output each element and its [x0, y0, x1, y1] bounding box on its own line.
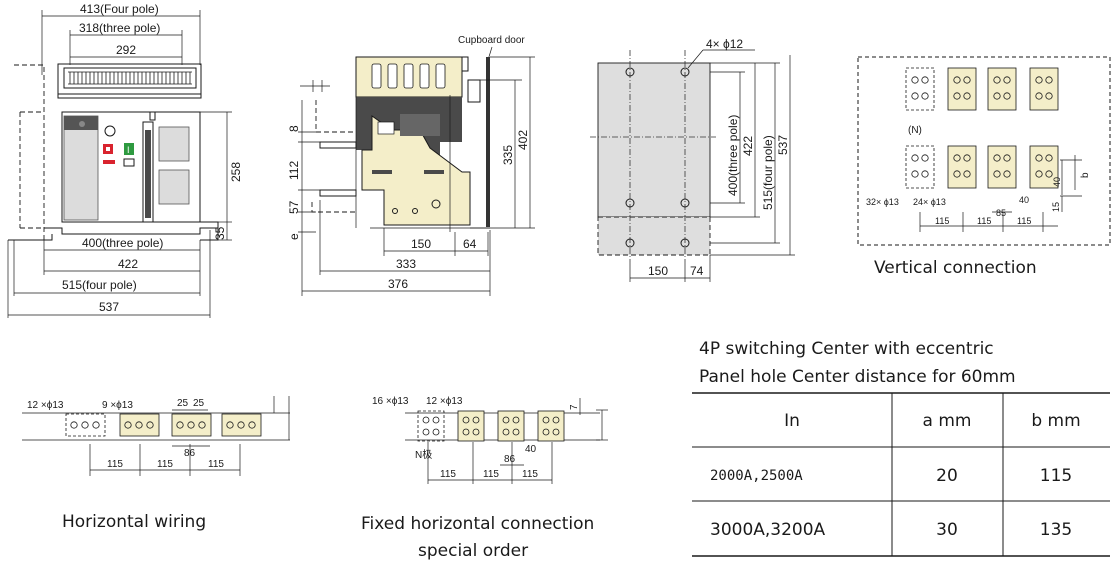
dim-150-panel: 150 — [648, 264, 668, 278]
fixed-115-c: 115 — [522, 469, 538, 480]
dim-57: 57 — [287, 200, 301, 214]
dim-402: 402 — [516, 130, 530, 150]
horiz-25-b: 25 — [193, 398, 205, 409]
dim-400: 400(three pole) — [82, 236, 163, 250]
table-header-a: a mm — [923, 411, 972, 431]
dim-64: 64 — [463, 237, 477, 251]
table-title-line1: 4P switching Center with eccentric — [699, 339, 994, 359]
svg-text:I: I — [127, 145, 130, 155]
dim-537-panel: 537 — [776, 135, 790, 155]
fixed-40: 40 — [525, 444, 537, 455]
horizontal-caption: Horizontal wiring — [62, 512, 206, 532]
table-header-in: In — [784, 411, 800, 431]
dim-292: 292 — [116, 43, 136, 57]
panel-hole-view: 4× ϕ12 400(three pole) 422 515(four pole… — [590, 37, 795, 282]
dim-318: 318(three pole) — [79, 21, 160, 35]
dim-150: 150 — [411, 237, 431, 251]
table-row2-in: 3000A,3200A — [710, 520, 826, 540]
fixed-7: 7 — [569, 404, 580, 410]
table-row1-b: 115 — [1040, 466, 1072, 486]
dim-537: 537 — [99, 300, 119, 314]
table-row2-b: 135 — [1040, 520, 1072, 540]
fixed-86: 86 — [504, 454, 516, 465]
horizontal-wiring: 12 ×ϕ13 9 ×ϕ13 25 25 86 115 115 115 Hori… — [22, 396, 290, 532]
front-view: 413(Four pole) 318(three pole) 292 I — [7, 2, 243, 318]
dim-515-four-pole: 515(four pole) — [761, 135, 775, 210]
dim-8: 8 — [287, 125, 301, 132]
vert-115-a: 115 — [935, 216, 949, 226]
dim-376: 376 — [388, 277, 408, 291]
fixed-12-holes: 12 ×ϕ13 — [426, 396, 463, 407]
dim-422-panel: 422 — [741, 136, 755, 156]
dim-422: 422 — [118, 257, 138, 271]
fixed-caption-line1: Fixed horizontal connection — [361, 514, 594, 534]
vert-15: 15 — [1051, 202, 1061, 212]
dim-335: 335 — [501, 145, 515, 165]
vert-b: b — [1080, 172, 1091, 178]
vert-24-holes: 24× ϕ13 — [913, 197, 946, 207]
dim-258: 258 — [229, 162, 243, 182]
vertical-caption: Vertical connection — [874, 258, 1037, 278]
side-view: Cupboard door — [287, 35, 535, 296]
dim-413: 413(Four pole) — [80, 2, 159, 16]
vert-85: 85 — [996, 208, 1006, 218]
vert-115-b: 115 — [977, 216, 991, 226]
table-row1-in: 2000A,2500A — [710, 468, 803, 484]
dim-333: 333 — [396, 257, 416, 271]
dim-74-panel: 74 — [690, 264, 704, 278]
horiz-25-a: 25 — [177, 398, 189, 409]
dim-400-three-pole: 400(three pole) — [726, 115, 740, 196]
dim-e: e — [287, 233, 301, 240]
horiz-9-holes: 9 ×ϕ13 — [102, 400, 133, 411]
horiz-115-a: 115 — [107, 459, 123, 470]
horiz-115-c: 115 — [208, 459, 224, 470]
cupboard-door-label: Cupboard door — [458, 35, 525, 46]
horiz-12-holes: 12 ×ϕ13 — [27, 400, 64, 411]
table-header-b: b mm — [1031, 411, 1080, 431]
dim-112: 112 — [287, 161, 301, 180]
vert-40-b: 40 — [1052, 177, 1062, 187]
vert-32-holes: 32× ϕ13 — [866, 197, 899, 207]
table-title-line2: Panel hole Center distance for 60mm — [699, 367, 1016, 387]
fixed-115-b: 115 — [483, 469, 499, 480]
fixed-horizontal-connection: 16 ×ϕ13 12 ×ϕ13 N极 7 40 86 115 115 115 F… — [361, 396, 608, 561]
table-row2-a: 30 — [936, 520, 958, 540]
fixed-n-pole: N极 — [415, 448, 432, 461]
eccentric-table: 4P switching Center with eccentric Panel… — [692, 339, 1110, 557]
fixed-caption-line2: special order — [418, 541, 528, 561]
vert-115-c: 115 — [1017, 216, 1031, 226]
dim-515: 515(four pole) — [62, 278, 137, 292]
horiz-115-b: 115 — [157, 459, 173, 470]
vert-40-a: 40 — [1019, 195, 1029, 205]
vertical-connection: (N) 32× ϕ13 24× ϕ13 115 115 115 85 40 40… — [857, 56, 1111, 278]
vert-n-label: (N) — [908, 125, 922, 136]
holes-4x12: 4× ϕ12 — [706, 37, 743, 51]
fixed-115-a: 115 — [440, 469, 456, 480]
dim-35: 35 — [213, 226, 227, 240]
fixed-16-holes: 16 ×ϕ13 — [372, 396, 409, 407]
table-row1-a: 20 — [936, 466, 958, 486]
